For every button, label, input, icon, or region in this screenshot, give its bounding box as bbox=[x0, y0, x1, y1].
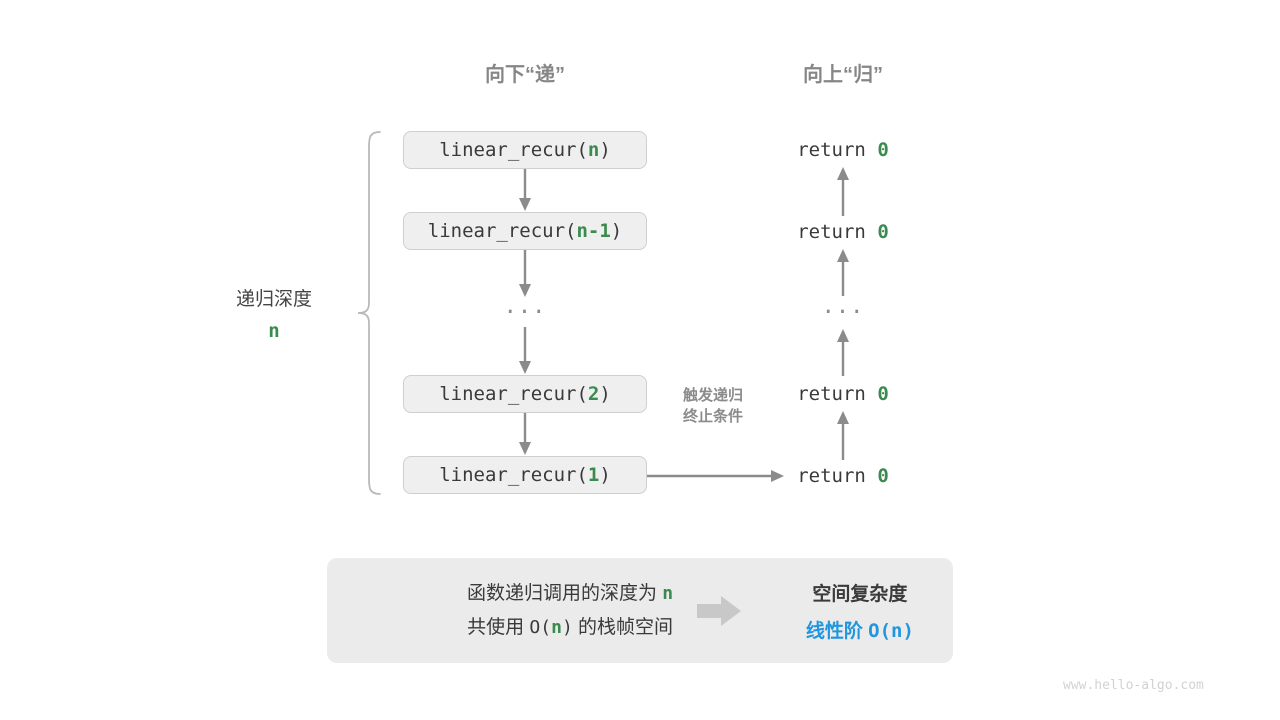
return-keyword-4: return bbox=[797, 465, 866, 487]
summary-left-text: 函数递归调用的深度为 n 共使用 O(n) 的栈帧空间 bbox=[369, 577, 673, 645]
right-block-arrow-icon bbox=[697, 595, 741, 626]
call-box-n-suffix: ) bbox=[599, 139, 611, 161]
down-arrow-icon-1 bbox=[519, 169, 531, 211]
call-box-2-suffix: ) bbox=[599, 383, 611, 405]
return-keyword-3: return bbox=[797, 383, 866, 405]
call-box-n-minus-1-arg: n-1 bbox=[576, 220, 611, 242]
summary-left-line1-value: n bbox=[662, 582, 674, 604]
up-arrow-icon-2 bbox=[837, 249, 849, 296]
return-value-1: 0 bbox=[877, 139, 889, 161]
return-value-2: 0 bbox=[877, 221, 889, 243]
summary-left-bigo-close: ) bbox=[561, 616, 573, 638]
recursion-depth-label: 递归深度 bbox=[235, 289, 312, 310]
summary-left-bigo-open: O( bbox=[529, 616, 552, 638]
return-statement-1: return 0 bbox=[743, 139, 943, 161]
summary-panel: 函数递归调用的深度为 n 共使用 O(n) 的栈帧空间 空间复杂度 线性阶 O(… bbox=[327, 558, 953, 663]
call-box-1-suffix: ) bbox=[599, 464, 611, 486]
call-box-n-arg: n bbox=[587, 139, 600, 161]
call-box-1: linear_recur(1) bbox=[403, 456, 647, 494]
return-statement-4: return 0 bbox=[743, 465, 943, 487]
call-box-2-prefix: linear_recur( bbox=[439, 383, 588, 405]
call-box-n-prefix: linear_recur( bbox=[439, 139, 588, 161]
summary-right: 空间复杂度 线性阶 O(n) bbox=[767, 579, 953, 643]
summary-right-value-text: 线性阶 bbox=[805, 620, 869, 642]
trigger-note-line2: 终止条件 bbox=[682, 408, 743, 425]
summary-right-value-notation: O(n) bbox=[868, 619, 914, 642]
summary-left-line1-text: 函数递归调用的深度为 bbox=[466, 582, 663, 604]
depth-curly-brace bbox=[357, 131, 381, 495]
call-box-n-minus-1-prefix: linear_recur( bbox=[427, 220, 577, 242]
call-stack-ellipsis: ··· bbox=[503, 300, 547, 325]
return-value-4: 0 bbox=[877, 465, 889, 487]
column-header-descend: 向下“递” bbox=[485, 64, 565, 86]
up-arrow-icon-1 bbox=[837, 167, 849, 216]
return-keyword-2: return bbox=[797, 221, 866, 243]
call-box-n-minus-1: linear_recur(n-1) bbox=[403, 212, 647, 250]
base-case-arrow-icon bbox=[647, 470, 784, 482]
call-box-1-prefix: linear_recur( bbox=[439, 464, 588, 486]
summary-left-line1: 函数递归调用的深度为 n bbox=[369, 577, 673, 611]
summary-left-line2: 共使用 O(n) 的栈帧空间 bbox=[369, 611, 673, 645]
call-box-n-minus-1-suffix: ) bbox=[610, 220, 623, 242]
call-box-2-arg: 2 bbox=[587, 383, 600, 405]
return-value-3: 0 bbox=[877, 383, 889, 405]
down-arrow-icon-4 bbox=[519, 413, 531, 455]
trigger-note-line1: 触发递归 bbox=[682, 387, 743, 404]
return-keyword-1: return bbox=[797, 139, 866, 161]
column-header-ascend: 向上“归” bbox=[803, 64, 883, 86]
summary-right-value: 线性阶 O(n) bbox=[767, 616, 953, 643]
up-arrow-icon-3 bbox=[837, 329, 849, 376]
return-ellipsis: ··· bbox=[821, 300, 865, 325]
recursion-depth-value: n bbox=[268, 320, 280, 342]
down-arrow-icon-2 bbox=[519, 250, 531, 297]
summary-left-line2-text: 共使用 bbox=[467, 616, 530, 638]
call-box-1-arg: 1 bbox=[587, 464, 600, 486]
trigger-note: 触发递归 终止条件 bbox=[648, 385, 778, 427]
summary-right-title: 空间复杂度 bbox=[812, 583, 908, 605]
up-arrow-icon-4 bbox=[837, 411, 849, 460]
call-box-n: linear_recur(n) bbox=[403, 131, 647, 169]
return-statement-3: return 0 bbox=[743, 383, 943, 405]
return-statement-2: return 0 bbox=[743, 221, 943, 243]
summary-left-line2-post: 的栈帧空间 bbox=[572, 616, 674, 638]
call-box-2: linear_recur(2) bbox=[403, 375, 647, 413]
down-arrow-icon-3 bbox=[519, 327, 531, 374]
watermark: www.hello-algo.com bbox=[1063, 678, 1204, 693]
summary-left-line2-value: n bbox=[551, 616, 562, 638]
